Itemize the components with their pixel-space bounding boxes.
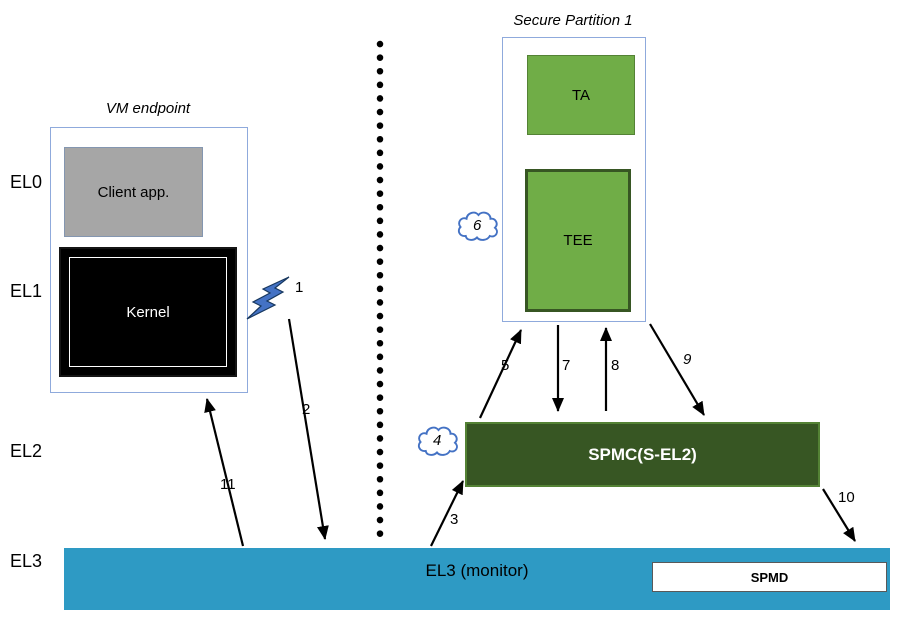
arrow-label-11: 11 bbox=[220, 476, 236, 493]
vm-endpoint-title: VM endpoint bbox=[105, 100, 191, 117]
ta-label: TA bbox=[571, 86, 591, 104]
client-app-label: Client app. bbox=[97, 183, 170, 201]
arrow-label-2: 2 bbox=[302, 401, 311, 418]
spmd-box: SPMD bbox=[652, 562, 887, 592]
kernel-label: Kernel bbox=[126, 303, 170, 321]
tee-box: TEE bbox=[525, 169, 631, 312]
level-label-el0: EL0 bbox=[10, 172, 43, 192]
arrow-label-4: 4 bbox=[433, 432, 442, 449]
secure-partition-title: Secure Partition 1 bbox=[513, 12, 633, 29]
arrow-9 bbox=[649, 323, 705, 416]
kernel-inner-frame: Kernel bbox=[69, 257, 227, 367]
arrow-11 bbox=[204, 398, 245, 547]
arrow-label-8: 8 bbox=[611, 357, 620, 374]
lightning-bolt-icon bbox=[246, 276, 290, 320]
arrow-label-7: 7 bbox=[562, 357, 571, 374]
tee-label: TEE bbox=[563, 232, 593, 249]
spmc-label: SPMC(S-EL2) bbox=[588, 444, 697, 464]
arrow-label-3: 3 bbox=[450, 511, 459, 528]
ta-box: TA bbox=[527, 55, 635, 135]
arrow-label-9: 9 bbox=[683, 351, 692, 368]
arrow-2 bbox=[287, 318, 329, 540]
spmd-label: SPMD bbox=[750, 569, 789, 585]
arrow-label-10: 10 bbox=[838, 489, 855, 506]
client-app-box: Client app. bbox=[64, 147, 203, 237]
arrow-label-6: 6 bbox=[473, 217, 482, 234]
arrow-label-1: 1 bbox=[295, 279, 304, 296]
level-label-el2: EL2 bbox=[10, 441, 43, 461]
el3-monitor-label: EL3 (monitor) bbox=[425, 561, 529, 580]
kernel-box: Kernel bbox=[59, 247, 237, 377]
spmc-box: SPMC(S-EL2) bbox=[465, 422, 820, 487]
arrow-label-5: 5 bbox=[501, 357, 510, 374]
level-label-el3: EL3 bbox=[10, 551, 43, 571]
arrow-5 bbox=[479, 329, 522, 419]
level-label-el1: EL1 bbox=[10, 281, 43, 301]
